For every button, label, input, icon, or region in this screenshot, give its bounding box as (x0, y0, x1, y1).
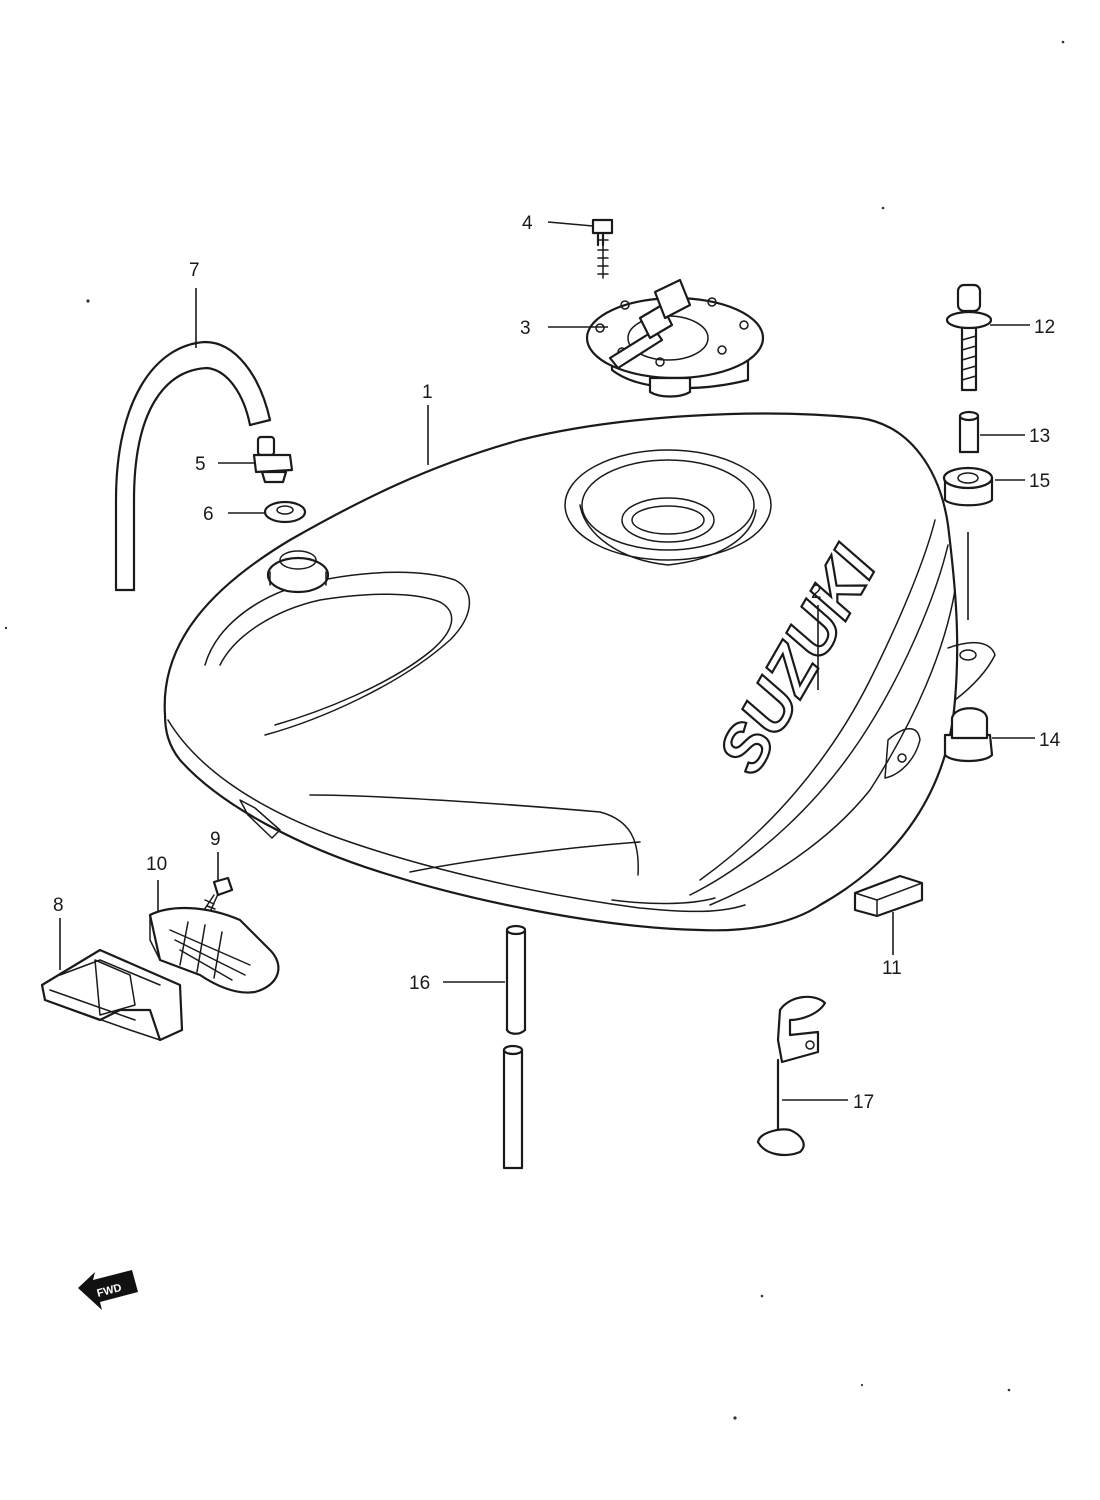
brand-logo-text: SUZUKI (703, 534, 891, 785)
forward-direction-arrow: FWD (78, 1270, 138, 1310)
callout-11: 11 (882, 958, 902, 979)
washer (263, 500, 307, 524)
callout-3: 3 (520, 318, 531, 339)
callout-2: 2 (811, 582, 822, 603)
callout-12: 12 (1034, 317, 1055, 338)
breather-hose (114, 340, 272, 592)
cap-bolt (591, 218, 614, 279)
block-cushion (853, 874, 924, 918)
callout-7: 7 (189, 260, 200, 281)
callout-14: 14 (1039, 730, 1061, 751)
callout-13: 13 (1029, 426, 1050, 447)
callout-4: 4 (522, 213, 533, 234)
screw (203, 876, 234, 913)
rubber-cap (943, 707, 994, 763)
breather-fitting (252, 435, 294, 484)
collar (958, 410, 980, 454)
callout-5: 5 (195, 454, 206, 475)
fuel-tank (163, 412, 996, 932)
leader-lines (59, 221, 1035, 1101)
callout-17: 17 (853, 1092, 874, 1113)
callout-15: 15 (1029, 471, 1050, 492)
callout-6: 6 (203, 504, 214, 525)
callout-16: 16 (409, 973, 430, 994)
drain-hose (502, 924, 527, 1170)
callout-labels: 1 2 3 4 5 6 7 8 9 10 11 12 13 14 15 16 1… (53, 213, 1061, 1113)
fuel-cap-assembly (585, 278, 765, 398)
ignition-key (608, 278, 692, 370)
mounting-bolt (945, 283, 993, 392)
hose-clamp (756, 995, 827, 1157)
callout-1: 1 (422, 382, 433, 403)
callout-8: 8 (53, 895, 64, 916)
scan-specks (4, 40, 1065, 1420)
mounting-bracket (40, 948, 184, 1042)
callout-9: 9 (210, 829, 221, 850)
suzuki-emblem: SUZUKI (702, 533, 892, 786)
grommet (942, 466, 994, 507)
rubber-cushion (148, 907, 280, 994)
callout-10: 10 (146, 854, 167, 875)
